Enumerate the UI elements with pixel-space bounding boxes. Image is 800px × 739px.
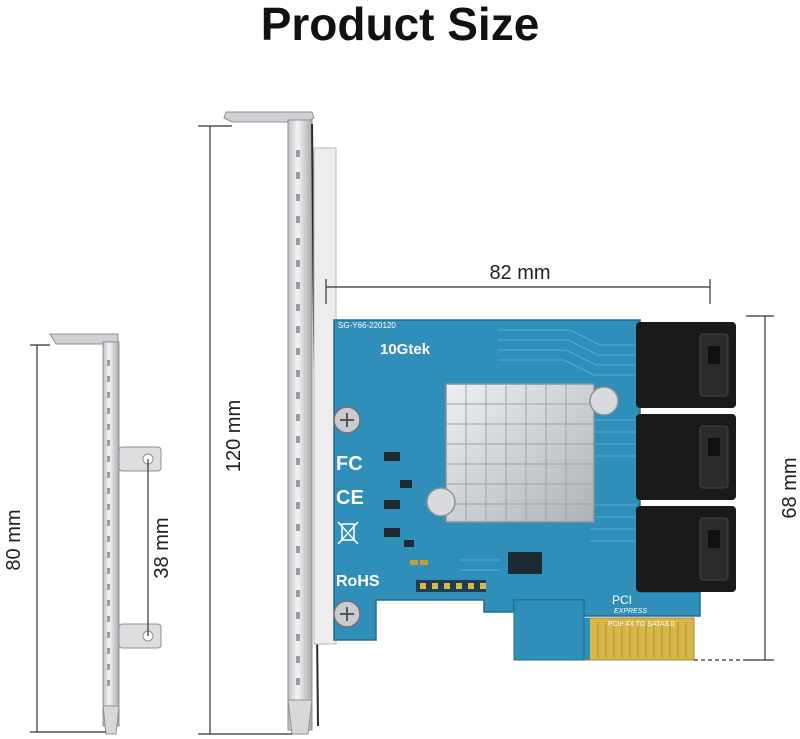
dimension-80mm	[30, 344, 106, 733]
smd-components	[384, 452, 542, 574]
dimension-82mm	[325, 279, 711, 304]
express-mark: EXPRESS	[614, 608, 647, 615]
page-title: Product Size	[260, 0, 540, 50]
low-profile-bracket	[49, 333, 162, 735]
dimension-label-80mm: 80 mm	[3, 509, 25, 570]
pci-mark: PCI	[612, 593, 632, 607]
dimension-label-82mm: 82 mm	[489, 262, 550, 284]
brand-logo: 10Gtek	[380, 341, 431, 358]
dimension-120mm	[198, 125, 292, 735]
sata-port	[636, 506, 736, 592]
full-height-bracket	[223, 111, 337, 735]
dimension-label-68mm: 68 mm	[779, 457, 800, 518]
ce-mark: CE	[336, 487, 364, 509]
dimension-label-120mm: 120 mm	[223, 400, 245, 472]
sata-port	[636, 322, 736, 408]
dimension-68mm	[694, 315, 774, 661]
screw	[333, 600, 361, 628]
dimension-label-38mm: 38 mm	[151, 517, 173, 578]
sata-expansion-card: SG-Y66-220120 10Gtek FC CE RoHS PCI EXPR…	[333, 319, 736, 661]
weee-bin-icon	[337, 521, 359, 545]
model-code: SG-Y66-220120	[338, 321, 396, 330]
fc-mark: FC	[336, 453, 363, 475]
sata-port	[636, 414, 736, 500]
heatsink	[426, 383, 619, 523]
interface-text: PCIe 4X TO SATA3.0	[608, 621, 675, 628]
rohs-mark: RoHS	[336, 573, 380, 590]
header-pins	[416, 580, 486, 592]
screw	[333, 406, 361, 434]
